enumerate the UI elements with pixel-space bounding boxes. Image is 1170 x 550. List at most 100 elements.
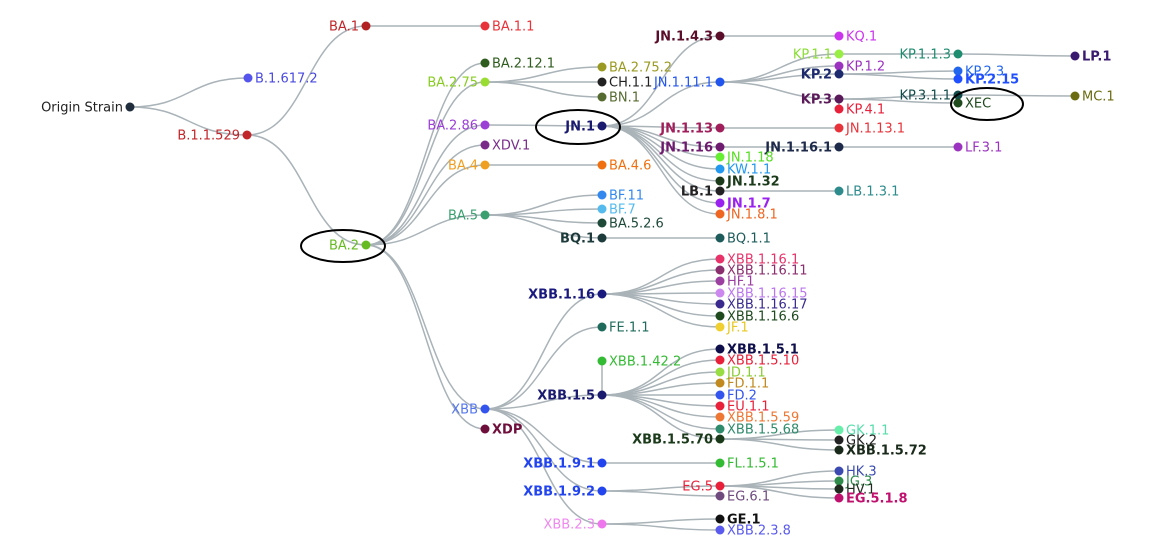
node-label: BA.1	[329, 20, 359, 35]
node-dot	[953, 66, 963, 76]
node-hv1: HV.1	[834, 483, 875, 498]
node-label: HF.1	[727, 275, 755, 290]
edge-jn1-jn143	[601, 35, 721, 127]
node-label: XBB.2.3	[543, 518, 595, 533]
node-dot	[834, 466, 844, 476]
edge-kp3-xec	[838, 98, 959, 104]
node-jn1161: JN.1.16.1	[764, 141, 844, 156]
tree-edges	[129, 25, 1076, 531]
node-lf31: LF.3.1	[953, 141, 1002, 156]
edge-jn111-kp3	[719, 81, 840, 100]
node-label: FE.1.1	[609, 321, 650, 336]
node-label: XBB.1.5.72	[846, 444, 927, 459]
edge-ba286-jn1	[484, 124, 603, 127]
node-xbb1570: XBB.1.5.70	[632, 433, 725, 448]
node-dot	[715, 481, 725, 491]
node-dot	[715, 514, 725, 524]
node-label: EG.5	[682, 480, 713, 495]
node-label: KP.2.15	[965, 73, 1019, 88]
node-xbb1161: XBB.1.16.1	[715, 253, 799, 268]
node-hf1: HF.1	[715, 275, 755, 290]
edge-ba2-ba4	[365, 164, 486, 246]
node-dot	[597, 486, 607, 496]
node-dot	[834, 425, 844, 435]
edge-xbb-fe11	[484, 326, 603, 410]
node-jd11: JD.1.1	[715, 366, 766, 381]
edge-ba2-ba2121	[365, 62, 486, 246]
edge-xbb15-xbb1570	[601, 394, 721, 440]
node-dot	[597, 190, 607, 200]
node-label: XBB	[451, 403, 478, 418]
node-label: XBB.1.16.6	[727, 310, 799, 325]
node-label: XBB.1.9.1	[523, 457, 595, 472]
edge-ba275-bn1	[484, 81, 603, 98]
node-label: JN.1.16.1	[764, 141, 832, 156]
node-dot	[953, 49, 963, 59]
node-dot	[480, 21, 490, 31]
node-dot	[715, 525, 725, 535]
node-label: BA.2.75	[427, 76, 478, 91]
node-label: FD.2	[727, 389, 757, 404]
edge-xbb116-jf1	[601, 293, 721, 328]
edge-ba2-xdv1	[365, 144, 486, 246]
node-dot	[597, 289, 607, 299]
node-label: LB.1.3.1	[846, 185, 899, 200]
node-dot	[597, 77, 607, 87]
node-eu11: EU.1.1	[715, 400, 770, 415]
node-dot	[715, 265, 725, 275]
node-label: BN.1	[609, 91, 640, 106]
node-jn181: JN.1.8.1	[715, 208, 778, 223]
node-label: JN.1.7	[726, 197, 771, 212]
node-dot	[834, 69, 844, 79]
node-dot	[243, 73, 253, 83]
edge-ba2-xbb	[365, 244, 486, 410]
node-label: XBB.1.16.11	[727, 264, 808, 279]
node-label: XBB.1.9.2	[523, 485, 595, 500]
node-dot	[715, 233, 725, 243]
node-label: JF.1	[726, 321, 749, 336]
node-label: JN.1.8.1	[726, 208, 778, 223]
node-label: BQ.1	[560, 232, 595, 247]
node-label: XEC	[965, 97, 991, 112]
node-label: XBB.1.16	[528, 288, 595, 303]
node-dot	[715, 209, 725, 219]
node-label: BA.5	[448, 209, 478, 224]
node-label: FD.1.1	[727, 377, 769, 392]
node-label: XDV.1	[492, 139, 530, 154]
node-dot	[834, 61, 844, 71]
node-dot	[1070, 51, 1080, 61]
node-dot	[715, 344, 725, 354]
node-label: XBB.1.5.70	[632, 433, 713, 448]
node-kp3: KP.3	[801, 93, 844, 108]
node-kp2: KP.2	[801, 68, 844, 83]
node-dot	[480, 160, 490, 170]
edge-origin-b11529	[129, 106, 248, 136]
node-dot	[597, 121, 607, 131]
highlight-ring-ba2	[300, 229, 386, 263]
node-xbb151: XBB.1.5.1	[715, 343, 799, 358]
node-label: KP.2.3	[965, 65, 1004, 80]
node-label: BA.1.1	[492, 20, 534, 35]
node-fl151: FL.1.5.1	[715, 457, 779, 472]
node-dot	[480, 210, 490, 220]
node-lp1: LP.1	[1070, 50, 1111, 65]
node-label: JN.1.4.3	[654, 30, 713, 45]
node-fe11: FE.1.1	[597, 321, 650, 336]
node-dot	[361, 240, 371, 250]
node-label: KP.1.1.3	[899, 48, 951, 63]
node-dot	[597, 233, 607, 243]
node-lb131: LB.1.3.1	[834, 185, 899, 200]
node-dot	[715, 401, 725, 411]
edge-xbb116-xbb1166	[601, 293, 721, 317]
node-xbb11617: XBB.1.16.17	[715, 298, 808, 313]
node-ba2752: BA.2.75.2	[597, 61, 672, 76]
node-dot	[715, 164, 725, 174]
node-label: BQ.1.1	[727, 232, 771, 247]
node-xbb1572: XBB.1.5.72	[834, 444, 927, 459]
node-label: LB.1	[681, 185, 713, 200]
node-dot	[597, 390, 607, 400]
node-label: KP.3.1.1	[899, 89, 951, 104]
node-xdp: XDP	[480, 423, 522, 438]
node-dot	[953, 98, 963, 108]
